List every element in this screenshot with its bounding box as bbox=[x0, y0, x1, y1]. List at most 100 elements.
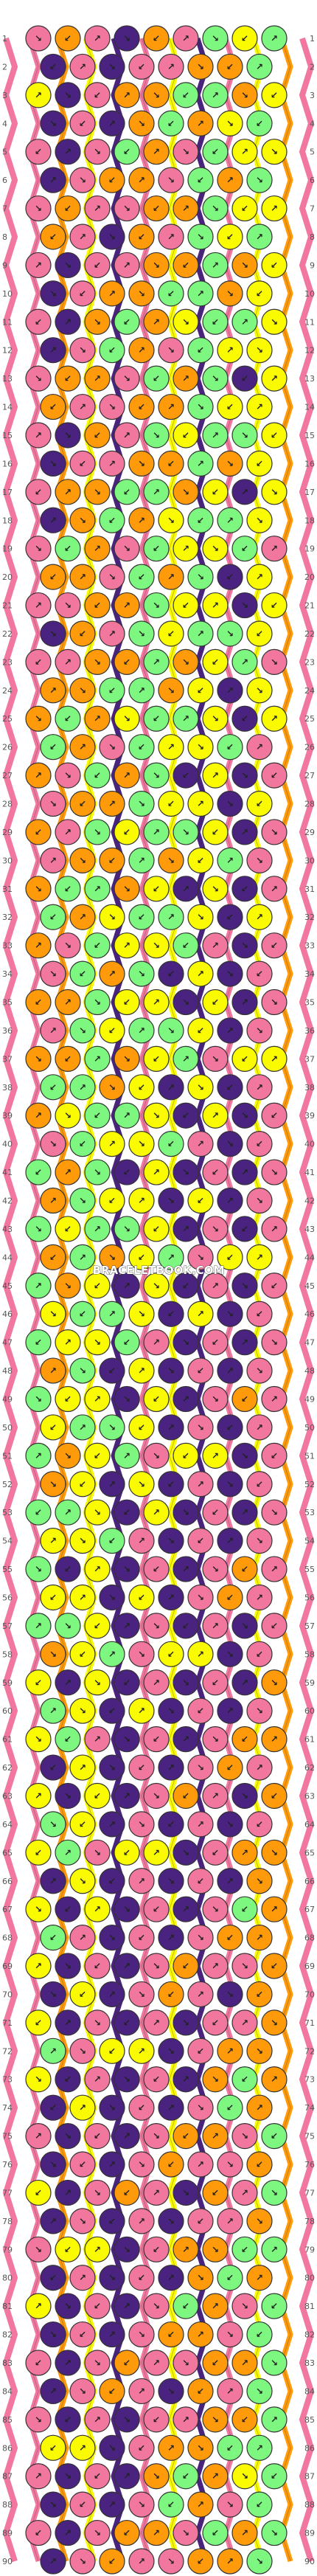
knot-arrow-icon: ↘ bbox=[226, 1819, 234, 1829]
knot-arrow-icon: ↘ bbox=[182, 1167, 189, 1177]
knot: ↙ bbox=[40, 2265, 66, 2291]
row-number-left: 43 bbox=[2, 1225, 13, 1234]
knot-arrow-icon: ↙ bbox=[153, 1734, 160, 1745]
row-number-left: 22 bbox=[2, 629, 13, 639]
knot-arrow-icon: ↘ bbox=[79, 855, 86, 865]
knot: ↙ bbox=[55, 2236, 81, 2262]
knot-circle bbox=[55, 648, 81, 675]
knot-circle bbox=[231, 1896, 258, 1922]
row-number-right: 71 bbox=[304, 2018, 315, 2028]
knot-arrow-icon: ↗ bbox=[256, 2273, 263, 2283]
knot-arrow-icon: ↗ bbox=[256, 61, 263, 72]
knot: ↙ bbox=[246, 1981, 273, 2008]
row-number-right: 20 bbox=[304, 572, 315, 582]
knot-circle bbox=[173, 1329, 199, 1356]
knot: ↙ bbox=[217, 734, 243, 761]
knot-circle bbox=[143, 1216, 170, 1242]
knot-arrow-icon: ↗ bbox=[108, 1819, 116, 1829]
knot-circle bbox=[158, 167, 184, 193]
knot: ↗ bbox=[99, 1641, 125, 1667]
row-number-left: 12 bbox=[2, 346, 13, 356]
knot-circle bbox=[231, 1782, 258, 1810]
knot-circle bbox=[202, 1216, 229, 1242]
row-number-left: 28 bbox=[2, 800, 13, 809]
knot-circle bbox=[261, 1953, 288, 1979]
knot-arrow-icon: ↙ bbox=[167, 2330, 175, 2340]
knot-circle bbox=[217, 110, 243, 136]
knot-arrow-icon: ↙ bbox=[256, 118, 263, 128]
knot: ↘ bbox=[40, 790, 66, 817]
knot: ↙ bbox=[69, 1811, 96, 1838]
knot-arrow-icon: ↘ bbox=[226, 1479, 234, 1489]
knot-circle bbox=[231, 1953, 258, 1979]
knot-circle bbox=[99, 1471, 125, 1498]
row-number-right: 36 bbox=[304, 1026, 315, 1036]
knot-circle bbox=[25, 932, 52, 959]
knot-arrow-icon: ↙ bbox=[108, 345, 116, 356]
knot: ↘ bbox=[40, 110, 66, 136]
knot-circle bbox=[114, 2350, 140, 2376]
knot-arrow-icon: ↙ bbox=[153, 204, 160, 214]
knot-arrow-icon: ↘ bbox=[94, 1167, 101, 1177]
row-number-right: 68 bbox=[304, 1933, 315, 1943]
knot: ↙ bbox=[55, 705, 81, 732]
knot-circle bbox=[261, 2179, 288, 2206]
row-number-left: 11 bbox=[2, 317, 13, 327]
knot: ↙ bbox=[114, 1499, 140, 1526]
knot: ↘ bbox=[25, 536, 52, 562]
knot-arrow-icon: ↘ bbox=[49, 288, 57, 299]
knot: ↙ bbox=[217, 2434, 243, 2461]
knot-circle bbox=[187, 1697, 214, 1724]
knot-circle bbox=[246, 2548, 273, 2575]
row-number-left: 23 bbox=[2, 657, 13, 667]
knot-arrow-icon: ↗ bbox=[212, 90, 219, 100]
knot: ↗ bbox=[99, 110, 125, 136]
knot: ↗ bbox=[114, 422, 140, 449]
knot: ↘ bbox=[114, 25, 140, 52]
knot-circle bbox=[261, 82, 288, 108]
knot-circle bbox=[143, 2179, 170, 2206]
knot-arrow-icon: ↙ bbox=[49, 1422, 57, 1433]
knot-circle bbox=[158, 734, 184, 761]
knot-circle bbox=[69, 2378, 96, 2405]
knot-circle bbox=[84, 2009, 111, 2036]
knot-arrow-icon: ↙ bbox=[94, 430, 101, 440]
knot-circle bbox=[55, 1669, 81, 1696]
knot-arrow-icon: ↗ bbox=[271, 1734, 278, 1745]
row-number-left: 89 bbox=[2, 2529, 13, 2538]
knot-circle bbox=[217, 337, 243, 364]
knot-arrow-icon: ↗ bbox=[138, 855, 145, 865]
knot-arrow-icon: ↙ bbox=[138, 232, 145, 242]
knot-arrow-icon: ↘ bbox=[79, 2386, 86, 2396]
knot-arrow-icon: ↗ bbox=[226, 2046, 234, 2056]
knot-circle bbox=[246, 1925, 273, 1951]
row-number-right: 17 bbox=[304, 488, 315, 497]
knot-circle bbox=[114, 592, 140, 619]
knot-arrow-icon: ↙ bbox=[35, 1337, 42, 1348]
knot-arrow-icon: ↙ bbox=[241, 2074, 248, 2085]
knot: ↘ bbox=[84, 2009, 111, 2036]
knot: ↙ bbox=[114, 2179, 140, 2206]
knot-circle bbox=[55, 2179, 81, 2206]
knot-circle bbox=[202, 2066, 229, 2093]
row-number-left: 68 bbox=[2, 1933, 13, 1943]
knot-circle bbox=[128, 1868, 155, 1894]
knot-arrow-icon: ↘ bbox=[108, 2273, 116, 2283]
knot: ↘ bbox=[158, 2037, 184, 2064]
knot-circle bbox=[246, 1131, 273, 1157]
knot-arrow-icon: ↘ bbox=[138, 458, 145, 468]
knot: ↗ bbox=[143, 988, 170, 1016]
knot-circle bbox=[114, 479, 140, 505]
knot-circle bbox=[128, 1528, 155, 1554]
knot-circle bbox=[246, 790, 273, 817]
knot: ↗ bbox=[84, 2236, 111, 2262]
knot-circle bbox=[128, 1244, 155, 1270]
knot: ↗ bbox=[114, 1273, 140, 1299]
knot-circle bbox=[202, 705, 229, 732]
knot: ↗ bbox=[128, 1357, 155, 1384]
knot: ↘ bbox=[217, 2151, 243, 2178]
knot-circle bbox=[187, 450, 214, 477]
knot-circle bbox=[99, 2037, 125, 2064]
knot-arrow-icon: ↗ bbox=[182, 1564, 189, 1574]
knot: ↙ bbox=[84, 1442, 111, 1469]
